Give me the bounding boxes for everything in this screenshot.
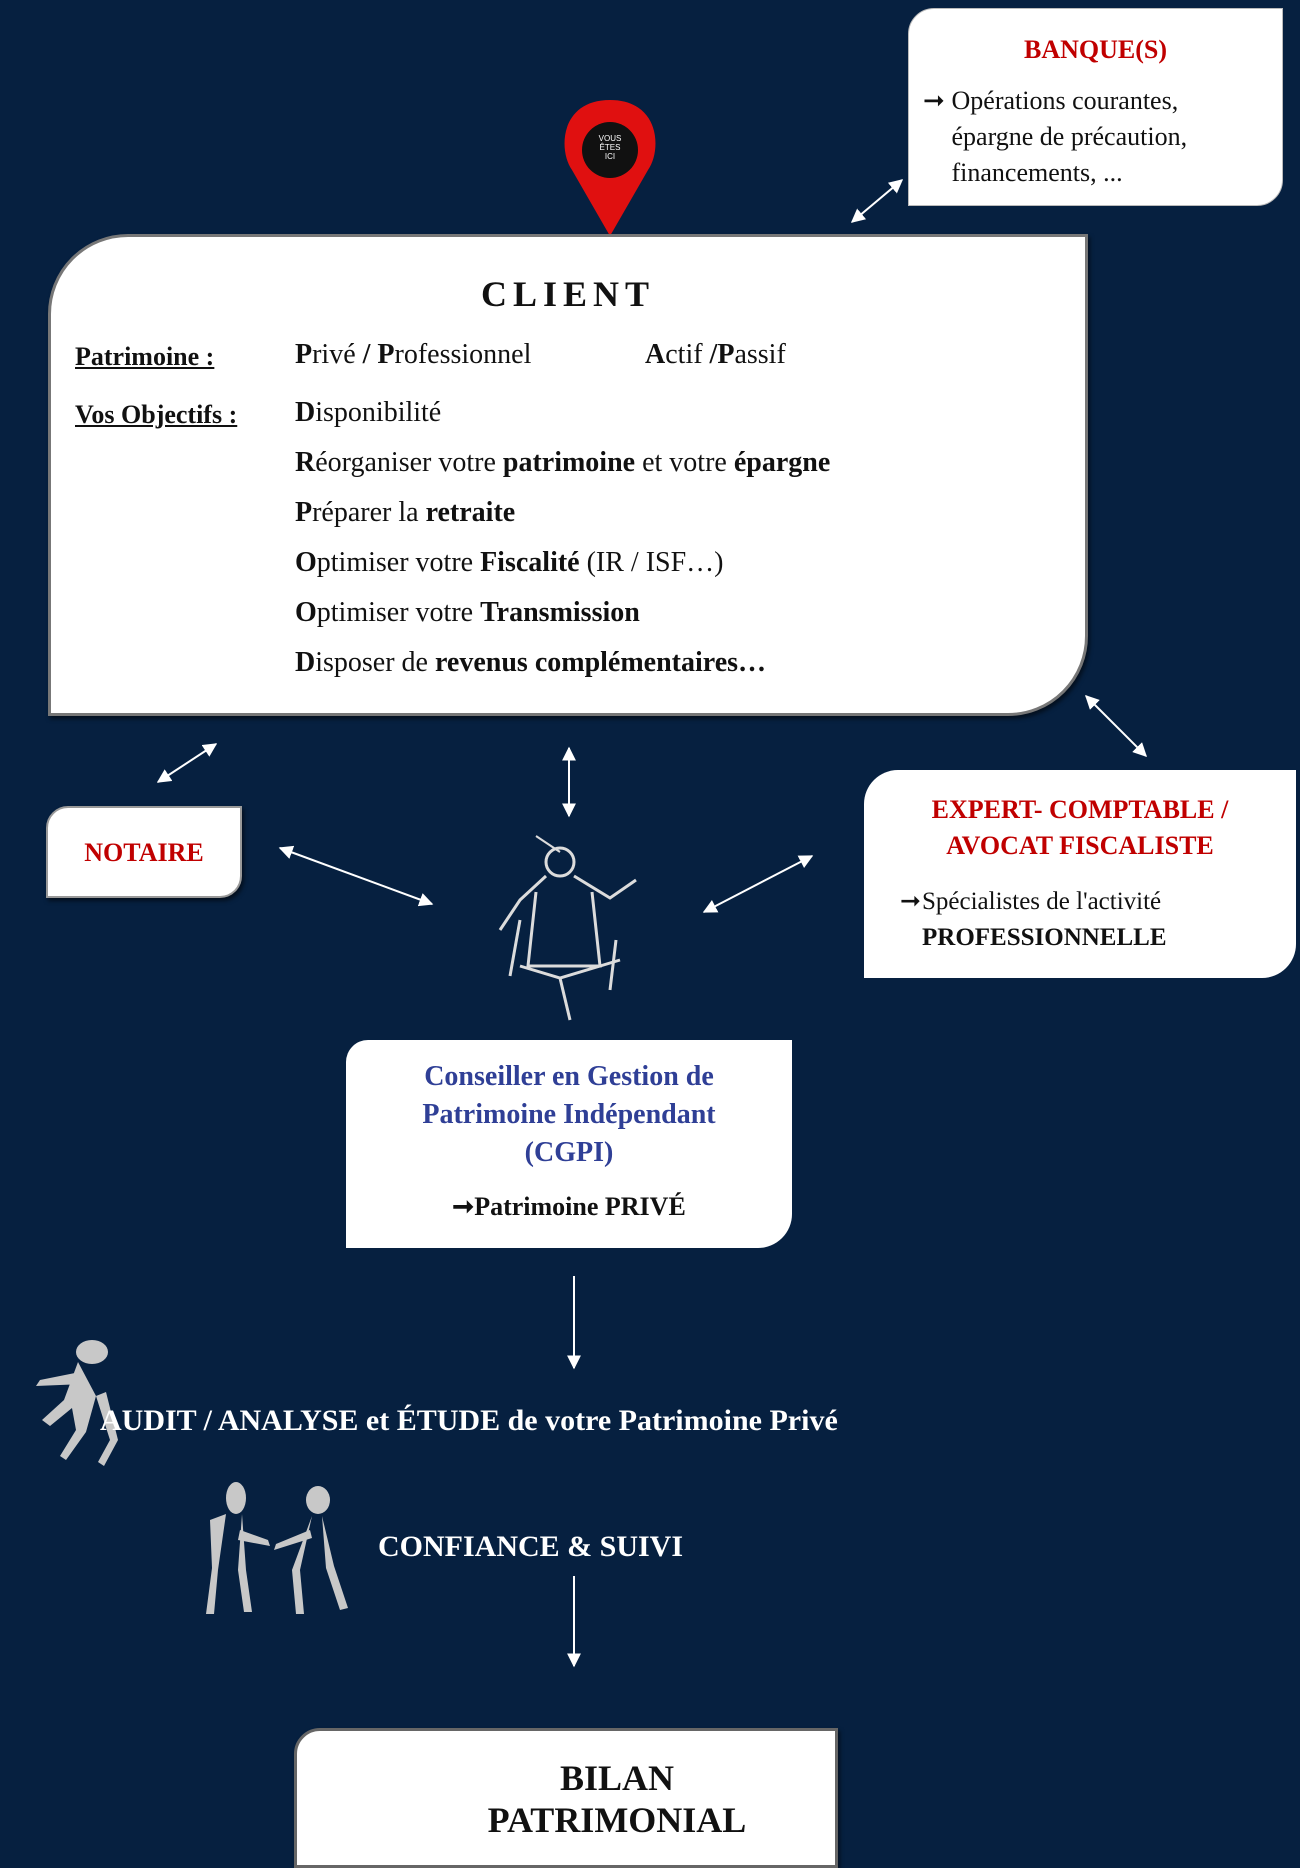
- cgpi-title-line: Patrimoine Indépendant: [422, 1099, 716, 1130]
- cgpi-description: ➞Patrimoine PRIVÉ: [346, 1192, 792, 1222]
- objective-text: isponibilité: [315, 397, 442, 428]
- actif-passif: Actif /Passif: [645, 339, 786, 371]
- banques-line: financements, ...: [951, 158, 1123, 187]
- confiance-label: CONFIANCE & SUIVI: [378, 1530, 684, 1563]
- thinking-person-icon: [36, 1340, 118, 1466]
- banques-line: épargne de précaution,: [951, 122, 1188, 151]
- banques-description: ➞ Opérations courantes, épargne de préca…: [923, 83, 1187, 191]
- prive-initial: P: [295, 339, 313, 370]
- slash: /: [362, 339, 371, 370]
- objectifs-label: Vos Objectifs :: [75, 400, 238, 429]
- objectifs-row: Vos Objectifs :: [75, 399, 237, 431]
- objective-initial: P: [295, 497, 313, 528]
- banques-line: Opérations courantes,: [951, 86, 1179, 115]
- cgpi-title: Conseiller en Gestion de Patrimoine Indé…: [346, 1058, 792, 1172]
- actif-rest: ctif: [665, 339, 703, 370]
- objective-bold: Transmission: [480, 597, 640, 628]
- objective-item: Réorganiser votre patrimoine et votre ép…: [295, 447, 830, 479]
- patrimoine-values: Privé / Professionnel: [295, 339, 531, 371]
- conductor-icon: [498, 835, 637, 1021]
- objective-item: Préparer la retraite: [295, 497, 515, 529]
- objective-item: Disponibilité: [295, 397, 441, 429]
- right-arrow-icon: ➞: [923, 86, 945, 115]
- bilan-box: BILAN PATRIMONIAL: [294, 1728, 838, 1868]
- notaire-box: NOTAIRE: [46, 806, 242, 898]
- pro-initial: P: [377, 339, 395, 370]
- objective-text: (IR / ISF…): [579, 547, 724, 578]
- arrow-expert-cgpi: [702, 855, 814, 913]
- objective-bold: Fiscalité: [480, 547, 580, 578]
- objective-initial: R: [295, 447, 316, 478]
- notaire-label: NOTAIRE: [84, 838, 204, 867]
- slash: /: [709, 339, 718, 370]
- bilan-title-line: PATRIMONIAL: [487, 1800, 747, 1840]
- objective-text: isposer de: [315, 647, 435, 678]
- objective-item: Optimiser votre Fiscalité (IR / ISF…): [295, 547, 724, 579]
- objective-text: éorganiser votre: [315, 447, 503, 478]
- prive-rest: rivé: [312, 339, 356, 370]
- objective-bold: revenus complémentaires…: [435, 647, 767, 678]
- objective-text: et votre: [635, 447, 734, 478]
- right-arrow-icon: ➞: [452, 1192, 475, 1221]
- right-arrow-icon: ➞: [900, 888, 921, 915]
- objective-item: Optimiser votre Transmission: [295, 597, 640, 629]
- patrimoine-label: Patrimoine :: [75, 342, 215, 371]
- audit-label: AUDIT / ANALYSE et ÉTUDE de votre Patrim…: [100, 1404, 838, 1437]
- objective-text: réparer la: [312, 497, 426, 528]
- objective-initial: D: [295, 397, 316, 428]
- banques-box: BANQUE(S) ➞ Opérations courantes, épargn…: [908, 8, 1283, 206]
- pin-label-line3: ICI: [604, 152, 616, 161]
- banques-title: BANQUE(S): [1023, 35, 1167, 64]
- client-title: CLIENT: [480, 274, 656, 314]
- cgpi-title-line: (CGPI): [524, 1137, 614, 1168]
- handshake-icon: [206, 1482, 348, 1614]
- pin-label: VOUS ÊTES ICI: [590, 134, 630, 161]
- arrow-client-banques: [850, 179, 904, 223]
- arrow-client-notaire: [156, 743, 218, 783]
- location-pin-icon: [564, 100, 656, 236]
- expert-desc-line: Spécialistes de l'activité: [922, 888, 1162, 915]
- bilan-title-line: BILAN: [559, 1758, 675, 1798]
- objective-item: Disposer de revenus complémentaires…: [295, 647, 766, 679]
- cgpi-desc: Patrimoine PRIVÉ: [474, 1192, 686, 1221]
- objective-text: ptimiser votre: [316, 547, 481, 578]
- objective-initial: O: [295, 547, 317, 578]
- cgpi-box: Conseiller en Gestion de Patrimoine Indé…: [346, 1040, 792, 1248]
- arrow-notaire-cgpi: [278, 845, 434, 907]
- objective-initial: D: [295, 647, 316, 678]
- objective-bold: retraite: [425, 497, 516, 528]
- pin-label-line2: ÊTES: [599, 143, 621, 152]
- objective-bold: épargne: [733, 447, 831, 478]
- expert-box: EXPERT- COMPTABLE / AVOCAT FISCALISTE ➞S…: [864, 770, 1296, 978]
- bilan-title: BILAN PATRIMONIAL: [407, 1757, 827, 1841]
- pin-label-line1: VOUS: [598, 134, 622, 143]
- objective-text: ptimiser votre: [316, 597, 481, 628]
- objective-initial: O: [295, 597, 317, 628]
- expert-desc-line: PROFESSIONNELLE: [922, 924, 1167, 951]
- passif-rest: assif: [734, 339, 786, 370]
- actif-initial: A: [645, 339, 666, 370]
- pro-rest: rofessionnel: [394, 339, 532, 370]
- client-box: CLIENT Patrimoine : Privé / Professionne…: [48, 234, 1088, 716]
- expert-title-line: EXPERT- COMPTABLE /: [931, 795, 1229, 824]
- expert-description: ➞Spécialistes de l'activité PROFESSIONNE…: [900, 884, 1167, 956]
- expert-title: EXPERT- COMPTABLE / AVOCAT FISCALISTE: [864, 792, 1296, 864]
- objective-bold: patrimoine: [502, 447, 636, 478]
- arrow-client-expert: [1085, 695, 1147, 757]
- cgpi-title-line: Conseiller en Gestion de: [424, 1061, 714, 1092]
- expert-title-line: AVOCAT FISCALISTE: [946, 831, 1214, 860]
- passif-initial: P: [717, 339, 735, 370]
- patrimoine-row: Patrimoine :: [75, 341, 214, 373]
